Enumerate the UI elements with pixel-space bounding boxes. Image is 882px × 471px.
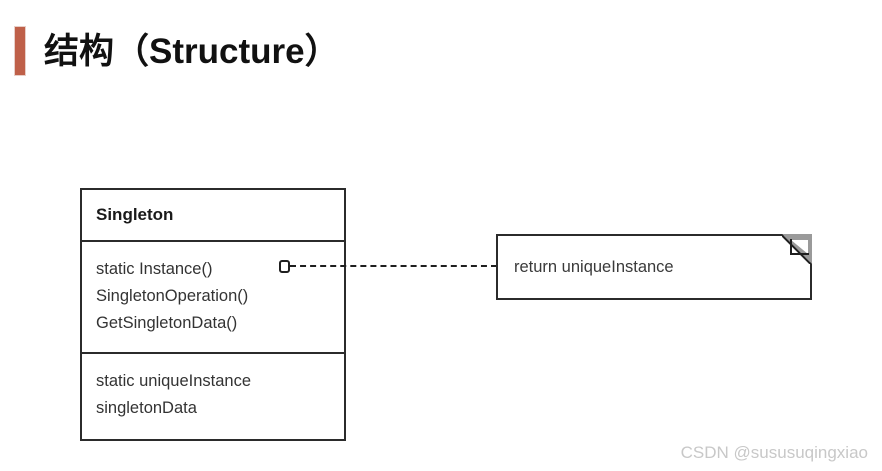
class-name-compartment: Singleton xyxy=(82,190,344,242)
connector-dashed-line xyxy=(290,265,497,267)
title-accent-bar xyxy=(14,26,26,76)
class-name-label: Singleton xyxy=(96,205,174,224)
uml-class-box: Singleton static Instance() SingletonOpe… xyxy=(80,188,346,441)
class-method-row: static Instance() xyxy=(96,260,213,278)
note-folded-corner-icon xyxy=(782,234,812,264)
class-methods-compartment: static Instance() SingletonOperation() G… xyxy=(82,242,344,354)
note-fold-flap xyxy=(791,240,808,254)
watermark: CSDN @sususuqingxiao xyxy=(680,443,868,462)
note-connector xyxy=(279,256,499,278)
class-method-row: GetSingletonData() xyxy=(96,314,238,332)
uml-note-text: return uniqueInstance xyxy=(514,257,674,276)
class-method-row: SingletonOperation() xyxy=(96,287,249,305)
class-attribute-row: static uniqueInstance xyxy=(96,372,252,390)
page-title-block: 结构（Structure） xyxy=(14,26,340,76)
connector-ball-icon xyxy=(279,260,290,273)
page-title: 结构（Structure） xyxy=(44,31,340,71)
class-attributes-compartment: static uniqueInstance singletonData xyxy=(82,354,344,439)
class-attribute-row: singletonData xyxy=(96,399,197,417)
uml-note: return uniqueInstance xyxy=(496,234,812,300)
